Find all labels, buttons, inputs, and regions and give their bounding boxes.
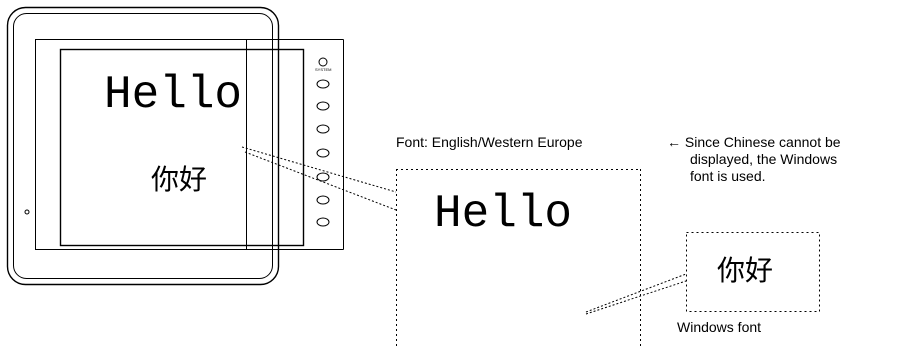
- leader-line-top: [241, 146, 397, 193]
- system-button[interactable]: [318, 57, 328, 67]
- windows-font-chinese-text: 你好: [717, 254, 774, 287]
- leader-line-bottom: [244, 151, 397, 211]
- font-caption: Font: English/Western Europe: [396, 134, 583, 150]
- function-key-1[interactable]: [316, 79, 330, 89]
- panel-frame: [35, 39, 247, 250]
- function-key-6[interactable]: [316, 195, 330, 205]
- function-key-2[interactable]: [316, 101, 330, 111]
- font-preview-box: [396, 169, 641, 349]
- panel-inner-bezel: [13, 13, 273, 279]
- font-preview-hello-text: Hello: [434, 188, 573, 240]
- windows-font-caption: Windows font: [677, 319, 762, 335]
- panel-display-screen: [59, 48, 305, 247]
- leader-line-windows-top: [585, 273, 687, 313]
- function-key-3[interactable]: [316, 124, 330, 134]
- note-line-3: font is used.: [690, 168, 766, 184]
- panel-outer-bezel: [6, 6, 280, 286]
- screen-chinese-text: 你好: [151, 163, 208, 196]
- note-line-2: displayed, the Windows: [690, 151, 838, 167]
- note-line-1: ← Since Chinese cannot be: [667, 134, 841, 150]
- windows-font-box: [686, 232, 820, 312]
- hmi-panel-device: [6, 6, 344, 286]
- screen-hello-text: Hello: [104, 69, 243, 121]
- function-key-7[interactable]: [316, 217, 330, 227]
- system-label: SYSTEM: [315, 67, 332, 72]
- leader-line-windows-bottom: [585, 280, 687, 315]
- function-key-4[interactable]: [316, 148, 330, 158]
- leader-lines: [241, 146, 687, 315]
- power-led: [24, 209, 30, 215]
- function-key-5[interactable]: [316, 172, 330, 182]
